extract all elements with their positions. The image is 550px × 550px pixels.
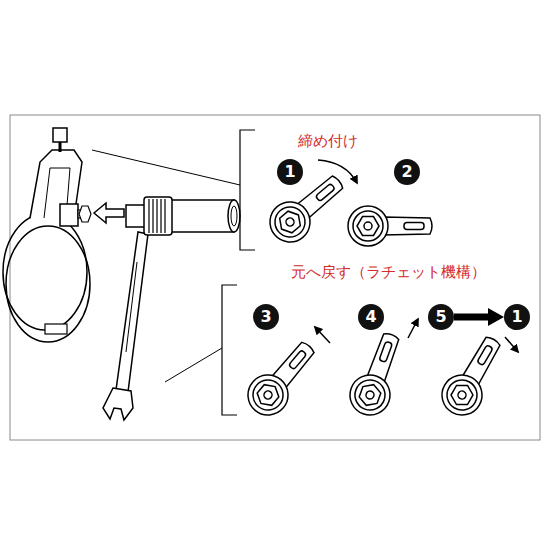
bracket	[222, 285, 237, 415]
motion-arrow	[318, 160, 357, 183]
socket	[170, 200, 234, 232]
step-number: 3	[253, 304, 279, 330]
wrench-step	[435, 330, 512, 423]
bracket	[240, 130, 255, 250]
knurling	[149, 199, 165, 233]
clamp-ear	[45, 324, 67, 334]
clamp-band	[3, 214, 87, 330]
step-number: 1	[504, 304, 530, 330]
step-heading: 締め付け	[298, 132, 358, 150]
hanger-rod	[59, 142, 62, 152]
motion-arrow	[408, 319, 418, 338]
wrench-step	[348, 206, 432, 246]
number-circle	[253, 304, 279, 330]
handle-slot	[126, 262, 137, 352]
ratchet-head	[144, 197, 172, 235]
socket-mouth	[231, 206, 237, 226]
wrench-step	[262, 166, 352, 251]
motion-arrow	[315, 327, 330, 343]
step-number: 5	[428, 304, 454, 330]
step-arrow	[454, 314, 488, 321]
clamp-ear	[60, 204, 78, 226]
wrench-step	[240, 333, 325, 423]
open-end	[103, 388, 133, 420]
wrench-step	[344, 328, 410, 421]
hollow-arrow	[94, 203, 124, 223]
step-number: 4	[358, 304, 384, 330]
callout-number: 2	[401, 164, 412, 180]
step-number: 2	[394, 159, 420, 185]
callout-number: 1	[284, 164, 295, 180]
number-circle	[277, 159, 303, 185]
clamp-nut	[79, 206, 91, 222]
number-circle	[394, 159, 420, 185]
motion-arrow	[505, 337, 518, 352]
socket-mouth	[228, 200, 240, 232]
number-circle	[504, 304, 530, 330]
step-heading: 元へ戻す（ラチェット機構）	[291, 263, 486, 281]
number-circle	[428, 304, 454, 330]
callout-number: 1	[511, 309, 522, 325]
leader-line	[165, 348, 222, 382]
leader-line	[92, 150, 240, 185]
callout-number: 5	[435, 309, 446, 325]
step-number: 1	[277, 159, 303, 185]
callout-number: 4	[365, 309, 376, 325]
callout-number: 3	[260, 309, 271, 325]
top-nut	[53, 128, 67, 142]
number-circle	[358, 304, 384, 330]
wrench-handle	[116, 232, 148, 392]
